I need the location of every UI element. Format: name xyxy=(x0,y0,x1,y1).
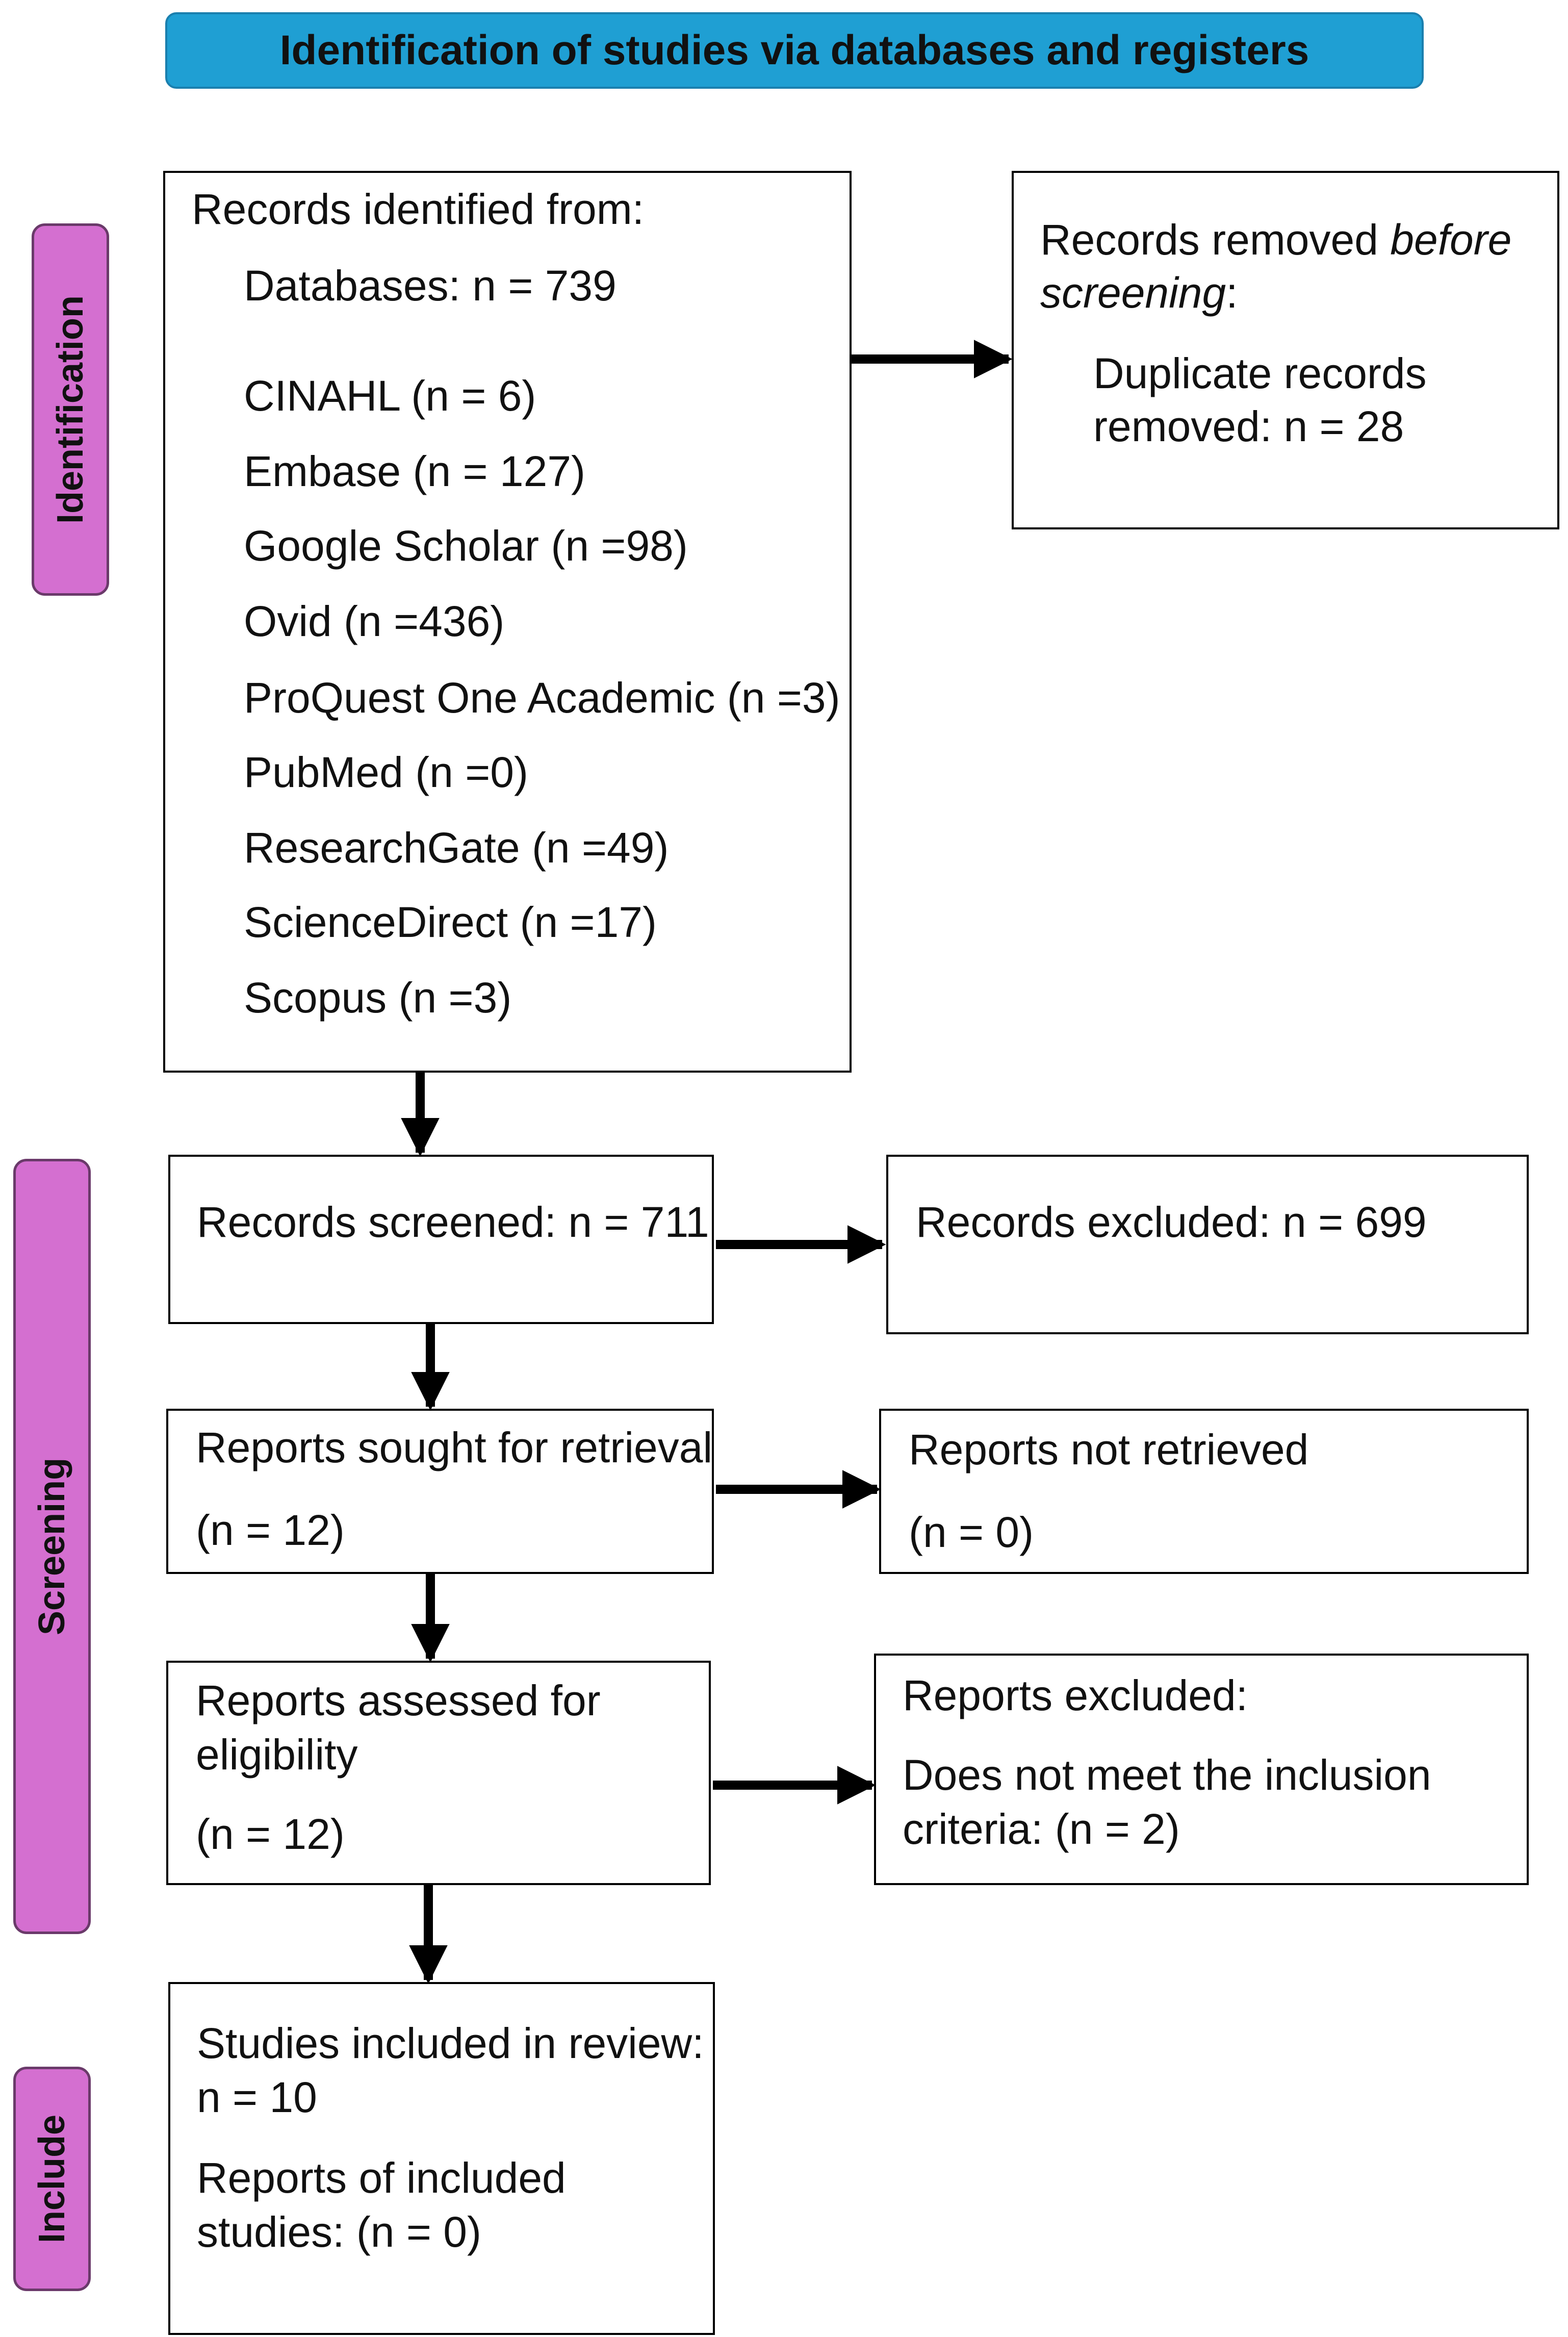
records-removed-heading-a: Records removed xyxy=(1040,216,1391,264)
header-banner: Identification of studies via databases … xyxy=(165,12,1424,89)
reports-excluded-line1: Reports excluded: xyxy=(903,1671,1248,1719)
reports-excluded-line2: Does not meet the inclusion xyxy=(903,1751,1431,1799)
records-excluded-box xyxy=(886,1155,1529,1334)
records-removed-box xyxy=(1012,171,1559,529)
reports-not-retrieved-line1: Reports not retrieved xyxy=(909,1426,1309,1474)
studies-included-line3: Reports of included xyxy=(197,2154,566,2202)
source-item: Ovid (n =436) xyxy=(244,597,505,645)
records-removed-heading-2: screening: xyxy=(1040,266,1238,320)
duplicates-line1: Duplicate records xyxy=(1093,349,1427,397)
source-item: PubMed (n =0) xyxy=(244,748,528,796)
source-item: ProQuest One Academic (n =3) xyxy=(244,674,840,722)
reports-assessed-line3: (n = 12) xyxy=(196,1810,345,1858)
reports-not-retrieved-line2: (n = 0) xyxy=(909,1508,1034,1556)
stage-include: Include xyxy=(13,2067,91,2291)
reports-sought-box xyxy=(166,1409,714,1574)
reports-not-retrieved-box xyxy=(879,1409,1529,1574)
records-excluded-text: Records excluded: n = 699 xyxy=(916,1198,1427,1246)
studies-included-line1: Studies included in review: xyxy=(197,2019,704,2067)
source-item: Embase (n = 127) xyxy=(244,447,586,495)
header-title: Identification of studies via databases … xyxy=(279,27,1309,73)
reports-sought-line1: Reports sought for retrieval xyxy=(196,1424,713,1471)
source-item: ScienceDirect (n =17) xyxy=(244,898,657,946)
records-screened-box xyxy=(168,1155,714,1324)
records-screened-text: Records screened: n = 711 xyxy=(197,1198,709,1246)
databases-count: Databases: n = 739 xyxy=(244,262,616,310)
duplicates-line2: removed: n = 28 xyxy=(1093,402,1404,450)
stage-identification: Identification xyxy=(32,223,109,596)
reports-sought-line2: (n = 12) xyxy=(196,1506,345,1554)
source-item: Google Scholar (n =98) xyxy=(244,522,688,570)
studies-included-box xyxy=(168,1982,715,2335)
studies-included-line4: studies: (n = 0) xyxy=(197,2208,481,2256)
records-identified-heading: Records identified from: xyxy=(192,185,645,233)
reports-excluded-line3: criteria: (n = 2) xyxy=(903,1805,1180,1853)
source-item: CINAHL (n = 6) xyxy=(244,372,536,420)
records-removed-heading: Records removed before xyxy=(1040,213,1511,267)
reports-assessed-line2: eligibility xyxy=(196,1731,358,1779)
records-removed-heading-d: : xyxy=(1226,269,1238,317)
records-identified-box xyxy=(163,171,852,1073)
stage-screening: Screening xyxy=(13,1159,91,1934)
reports-assessed-box xyxy=(166,1661,711,1885)
reports-assessed-line1: Reports assessed for xyxy=(196,1676,601,1724)
reports-excluded-box xyxy=(874,1654,1529,1885)
source-item: ResearchGate (n =49) xyxy=(244,824,669,872)
records-removed-heading-c: screening xyxy=(1040,269,1226,317)
source-item: Scopus (n =3) xyxy=(244,974,512,1022)
studies-included-line2: n = 10 xyxy=(197,2073,317,2121)
records-removed-heading-b: before xyxy=(1390,216,1512,264)
